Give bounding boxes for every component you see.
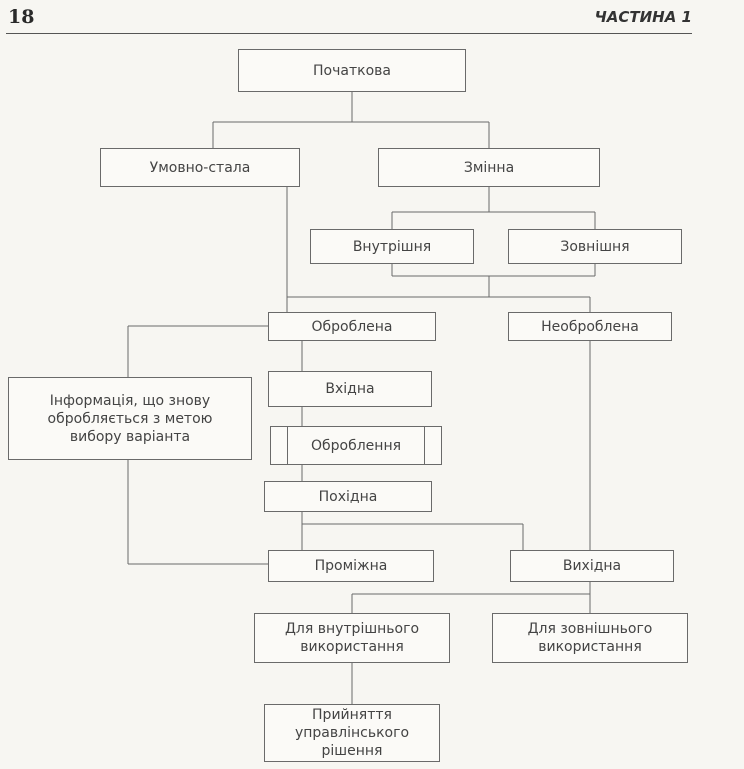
node-unprocessed: Необроблена	[508, 312, 672, 341]
node-output: Вихідна	[510, 550, 674, 582]
node-processed: Оброблена	[268, 312, 436, 341]
header-rule	[6, 33, 692, 34]
page-number: 18	[8, 6, 35, 28]
node-management-decision: Прийняття управлінського рішення	[264, 704, 440, 762]
node-for-internal-use: Для внутрішнього використання	[254, 613, 450, 663]
node-variable: Змінна	[378, 148, 600, 187]
node-initial: Початкова	[238, 49, 466, 92]
chapter-title: ЧАСТИНА 1	[594, 8, 692, 26]
node-input: Вхідна	[268, 371, 432, 407]
node-derived: Похідна	[264, 481, 432, 512]
node-internal: Внутрішня	[310, 229, 474, 264]
node-external: Зовнішня	[508, 229, 682, 264]
node-processing: Оброблення	[270, 426, 442, 465]
node-intermediate: Проміжна	[268, 550, 434, 582]
node-conditional-constant: Умовно-стала	[100, 148, 300, 187]
node-reprocessed: Інформація, що знову обробляється з мето…	[8, 377, 252, 460]
node-for-external-use: Для зовнішнього використання	[492, 613, 688, 663]
